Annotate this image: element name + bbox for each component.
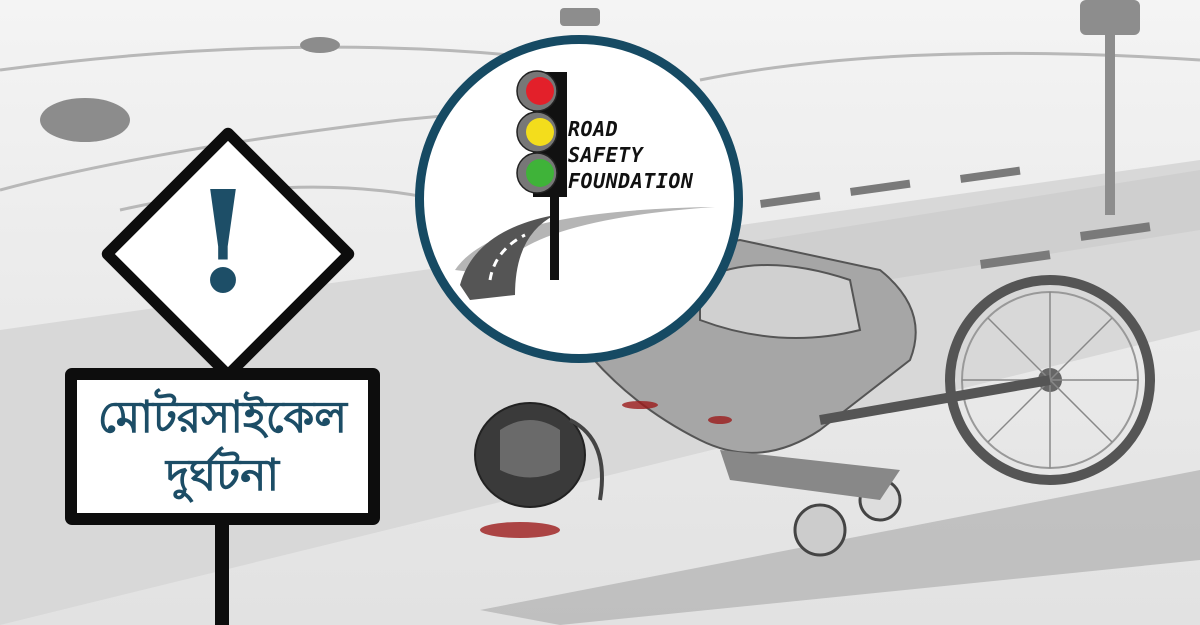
logo-text-foundation: FOUNDATION [568, 169, 694, 193]
trees [40, 37, 340, 142]
road-safety-foundation-logo [415, 35, 743, 363]
logo-text-safety: SAFETY [568, 143, 644, 167]
front-wheel [945, 275, 1155, 485]
exclamation-icon: ! [192, 161, 254, 325]
sign-board: মোটরসাইকেল দুর্ঘটনা [65, 368, 380, 525]
traffic-light-distant [560, 0, 1140, 215]
traffic-light-logo-icon [455, 70, 715, 300]
sign-text-line2: দুর্ঘটনা [165, 449, 280, 501]
sign-text-line1: মোটরসাইকেল [97, 391, 348, 443]
logo-text-road: ROAD [568, 117, 619, 141]
logo-text: ROAD SAFETY FOUNDATION [568, 116, 693, 194]
helmet [474, 402, 604, 508]
blood-stains [480, 401, 732, 538]
